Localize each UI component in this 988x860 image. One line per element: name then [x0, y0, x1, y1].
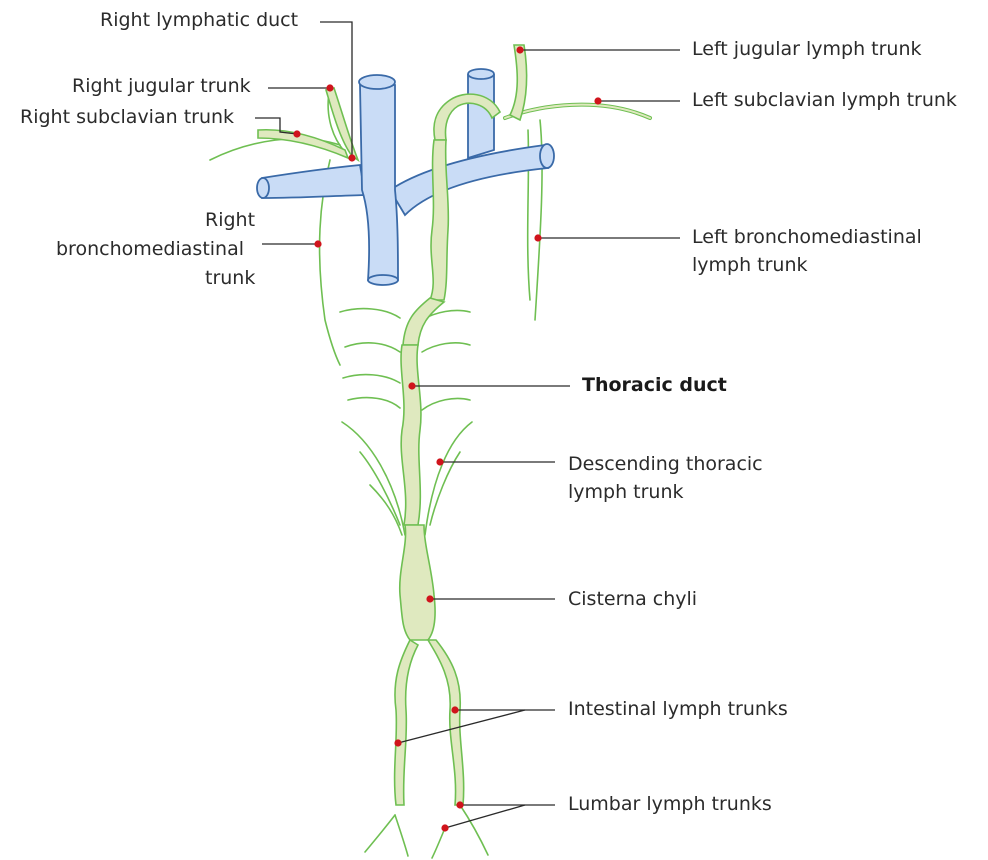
veins [257, 69, 554, 285]
label-right-broncho-line3: trunk [205, 266, 255, 291]
label-thoracic-duct: Thoracic duct [582, 373, 727, 398]
marker-right-lymphatic-duct [348, 154, 355, 161]
marker-lumbar-1 [456, 801, 463, 808]
label-right-broncho-line2: bronchomediastinal [56, 237, 244, 262]
marker-left-jugular [516, 46, 523, 53]
label-intestinal: Intestinal lymph trunks [568, 697, 788, 722]
label-left-subclavian: Left subclavian lymph trunk [692, 88, 957, 113]
label-cisterna-chyli: Cisterna chyli [568, 587, 697, 612]
label-descending-line2: lymph trunk [568, 480, 684, 505]
label-descending-line1: Descending thoracic [568, 452, 763, 477]
marker-lumbar-2 [441, 824, 448, 831]
marker-right-jugular-trunk [326, 84, 333, 91]
label-right-jugular-trunk: Right jugular trunk [72, 74, 251, 99]
label-right-subclavian-trunk: Right subclavian trunk [20, 105, 234, 130]
marker-intestinal-2 [394, 739, 401, 746]
marker-left-subclavian [594, 97, 601, 104]
marker-thoracic-duct [408, 382, 415, 389]
marker-right-broncho-trunk [314, 240, 321, 247]
marker-intestinal-1 [451, 706, 458, 713]
label-left-broncho-line1: Left bronchomediastinal [692, 225, 922, 250]
label-left-broncho-line2: lymph trunk [692, 253, 808, 278]
marker-cisterna-chyli [426, 595, 433, 602]
label-right-lymphatic-duct: Right lymphatic duct [100, 8, 298, 33]
left-jugular-trunk-vessel [510, 45, 527, 120]
label-lumbar: Lumbar lymph trunks [568, 792, 772, 817]
label-left-jugular: Left jugular lymph trunk [692, 37, 922, 62]
marker-right-subclavian-trunk [293, 130, 300, 137]
marker-descending-trunk [436, 458, 443, 465]
right-lymphatic-duct-vessel [258, 88, 358, 160]
marker-left-broncho [534, 234, 541, 241]
label-right-broncho-line1: Right [205, 208, 255, 233]
